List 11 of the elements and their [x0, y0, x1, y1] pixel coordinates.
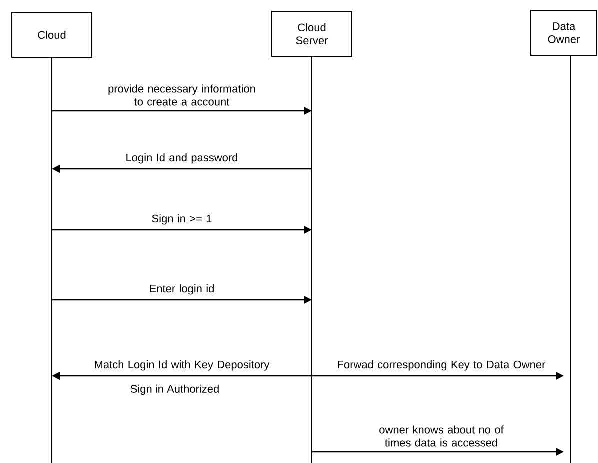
participant-box: Cloud Server — [272, 11, 352, 57]
message-label: Sign in Authorized — [130, 384, 219, 396]
message-label: Forwad corresponding Key to Data Owner — [338, 360, 546, 371]
message-label: Enter login id — [150, 284, 214, 295]
message-label: owner knows about no of times data is accessed — [380, 426, 504, 447]
message-label: Sign in >= 1 — [152, 214, 212, 225]
message-label: Match Login Id with Key Depository — [95, 360, 270, 371]
participant-box: Cloud — [12, 12, 92, 58]
message-label: provide necessary information to create a account — [108, 84, 256, 106]
participant-box: Data Owner — [530, 10, 598, 56]
message-label: Login Id and password — [126, 154, 238, 164]
